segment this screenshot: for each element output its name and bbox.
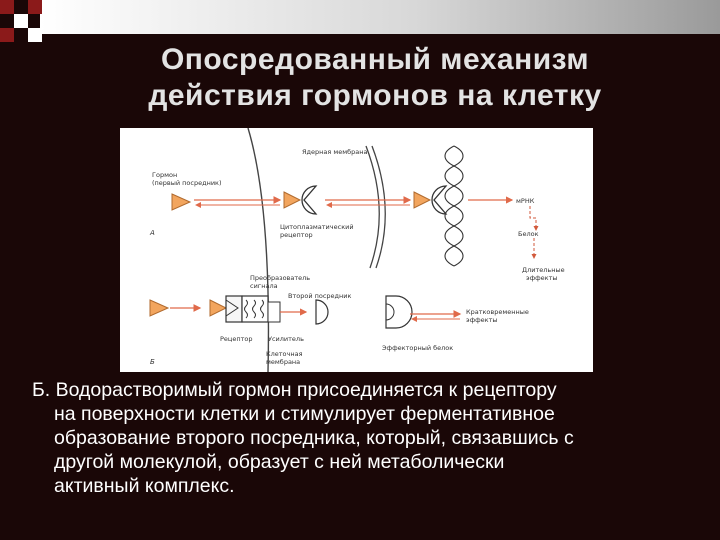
label-amplifier: Усилитель [268,335,304,343]
label-short-effects: Кратковременные [466,308,529,316]
receptor-complex [431,185,448,215]
label-nuclear-membrane: Ядерная мембрана [302,148,368,156]
label-transducer-sub: сигнала [250,282,278,290]
title-line: действия гормонов на клетку [148,79,602,112]
label-transducer: Преобразователь [250,274,310,282]
dna-helix [444,145,464,267]
receptor-box [225,295,243,323]
label-short-effects-sub: эффекты [466,316,498,324]
decor-square [0,28,14,42]
label-hormone-sub: (первый посредник) [152,179,222,187]
flow-arrow [529,206,539,231]
label-long-effects-sub: эффекты [526,274,558,282]
caption-text: Б. Водорастворимый гормон присоединяется… [32,378,702,498]
panel-a: Ядерная мембрана Гормон (первый посредни… [149,127,565,373]
second-messenger [315,299,329,325]
page-title: Опосредованный механизм действия гормоно… [70,42,680,114]
effector-protein-inner [385,303,395,321]
transducer-box [241,295,269,323]
label-protein: Белок [518,230,539,238]
caption-line: Б. Водорастворимый гормон присоединяется… [32,379,557,401]
caption-line: на поверхности клетки и стимулирует ферм… [54,403,555,425]
hormone-shape [283,191,302,209]
caption-line: образование второго посредника, который,… [54,427,574,449]
label-cell-membrane-sub: мембрана [266,358,300,366]
cytoplasmic-receptor [301,185,318,215]
hormone-shape [171,193,192,211]
transducer-coil [244,299,264,319]
hormone-mechanism-diagram: Ядерная мембрана Гормон (первый посредни… [120,127,593,373]
top-gradient-bar [40,0,720,34]
receptor-notch [225,299,239,317]
label-long-effects: Длительные [522,266,565,274]
hormone-shape [413,191,432,209]
nuclear-membrane-inner [371,145,386,269]
label-mrna: мРНК [516,197,535,205]
decor-square [28,28,42,42]
hormone-shape [149,299,170,317]
effector-protein [385,295,413,329]
title-line: Опосредованный механизм [160,43,590,76]
label-cyto-receptor-sub: рецептор [280,231,313,239]
caption-line: другой молекулой, образует с ней метабол… [54,451,505,473]
decor-square [0,0,14,14]
amplifier-box [267,301,281,323]
label-cyto-receptor: Цитоплазматический [280,223,354,231]
decor-square [28,0,42,14]
panel-b: Преобразователь сигнала Второй посредник… [149,274,529,366]
label-second-messenger: Второй посредник [288,292,352,300]
diagram-svg: Ядерная мембрана Гормон (первый посредни… [149,127,565,373]
label-panel-a: А [149,229,155,237]
decor-square [14,14,28,28]
label-cell-membrane: Клеточная [266,350,303,358]
label-panel-b: Б [150,358,155,366]
hormone-shape [209,299,228,317]
label-effector-protein: Эффекторный белок [382,344,453,352]
label-hormone: Гормон [152,171,177,179]
nuclear-membrane-outer [365,145,380,269]
caption-line: активный комплекс. [54,475,235,497]
outer-cell-membrane [247,127,270,373]
label-receptor: Рецептор [220,335,252,343]
